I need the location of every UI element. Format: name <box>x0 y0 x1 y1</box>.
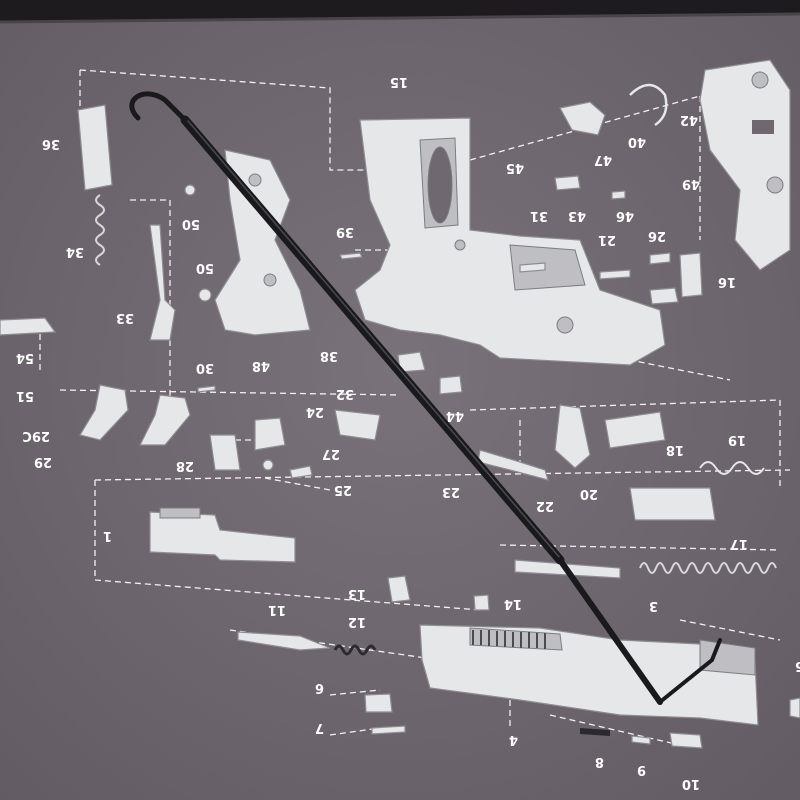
label-26: 26 <box>648 228 666 243</box>
label-31: 31 <box>530 208 548 223</box>
frame-part <box>354 117 666 366</box>
cleaning-pick <box>129 91 722 705</box>
label-44: 44 <box>446 408 464 423</box>
label-27: 27 <box>322 446 340 461</box>
label-14: 14 <box>504 596 522 611</box>
label-33: 33 <box>116 310 134 325</box>
label-12: 12 <box>348 614 366 629</box>
mat-edge <box>0 12 800 24</box>
label-50a: 50 <box>182 216 200 231</box>
barrel-part <box>149 507 296 563</box>
label-5: 5 <box>795 658 800 673</box>
label-29c: 29C <box>22 428 50 443</box>
label-51: 51 <box>16 388 34 403</box>
label-20: 20 <box>580 486 598 501</box>
right-grip-panel <box>699 59 791 271</box>
label-46: 46 <box>616 208 634 223</box>
label-40: 40 <box>628 134 646 149</box>
label-23: 23 <box>442 484 460 499</box>
label-11: 11 <box>268 602 286 617</box>
label-50b: 50 <box>196 260 214 275</box>
label-49: 49 <box>682 176 700 191</box>
label-18: 18 <box>666 442 684 457</box>
label-15: 15 <box>390 74 408 89</box>
label-29: 29 <box>34 454 52 469</box>
label-8: 8 <box>595 754 604 769</box>
label-22: 22 <box>536 498 554 513</box>
label-24: 24 <box>306 404 324 419</box>
slide-part <box>419 624 759 726</box>
label-34: 34 <box>66 244 84 259</box>
label-45: 45 <box>506 160 524 175</box>
label-19: 19 <box>728 432 746 447</box>
label-48: 48 <box>252 358 270 373</box>
label-42: 42 <box>680 112 698 127</box>
label-36: 36 <box>42 136 60 151</box>
label-7: 7 <box>315 720 324 735</box>
label-10: 10 <box>682 776 700 791</box>
small-parts <box>0 83 800 749</box>
label-17: 17 <box>730 536 748 551</box>
label-54: 54 <box>16 350 34 365</box>
label-32: 32 <box>336 386 354 401</box>
cleaning-mat <box>0 14 800 800</box>
label-39: 39 <box>336 224 354 239</box>
label-21: 21 <box>598 232 616 247</box>
label-13: 13 <box>348 586 366 601</box>
label-1: 1 <box>103 528 112 543</box>
label-4: 4 <box>509 732 518 747</box>
left-grip-panel <box>214 149 311 336</box>
label-47: 47 <box>594 152 612 167</box>
label-6: 6 <box>315 680 324 695</box>
label-9: 9 <box>637 762 646 777</box>
label-30: 30 <box>196 360 214 375</box>
part-labels: 15 36 50 39 50 34 33 54 51 30 48 38 32 2… <box>16 74 800 791</box>
label-25: 25 <box>334 482 352 497</box>
label-3: 3 <box>649 598 658 613</box>
label-28: 28 <box>176 458 194 473</box>
label-43: 43 <box>568 208 586 223</box>
label-38: 38 <box>320 348 338 363</box>
label-16: 16 <box>718 274 736 289</box>
